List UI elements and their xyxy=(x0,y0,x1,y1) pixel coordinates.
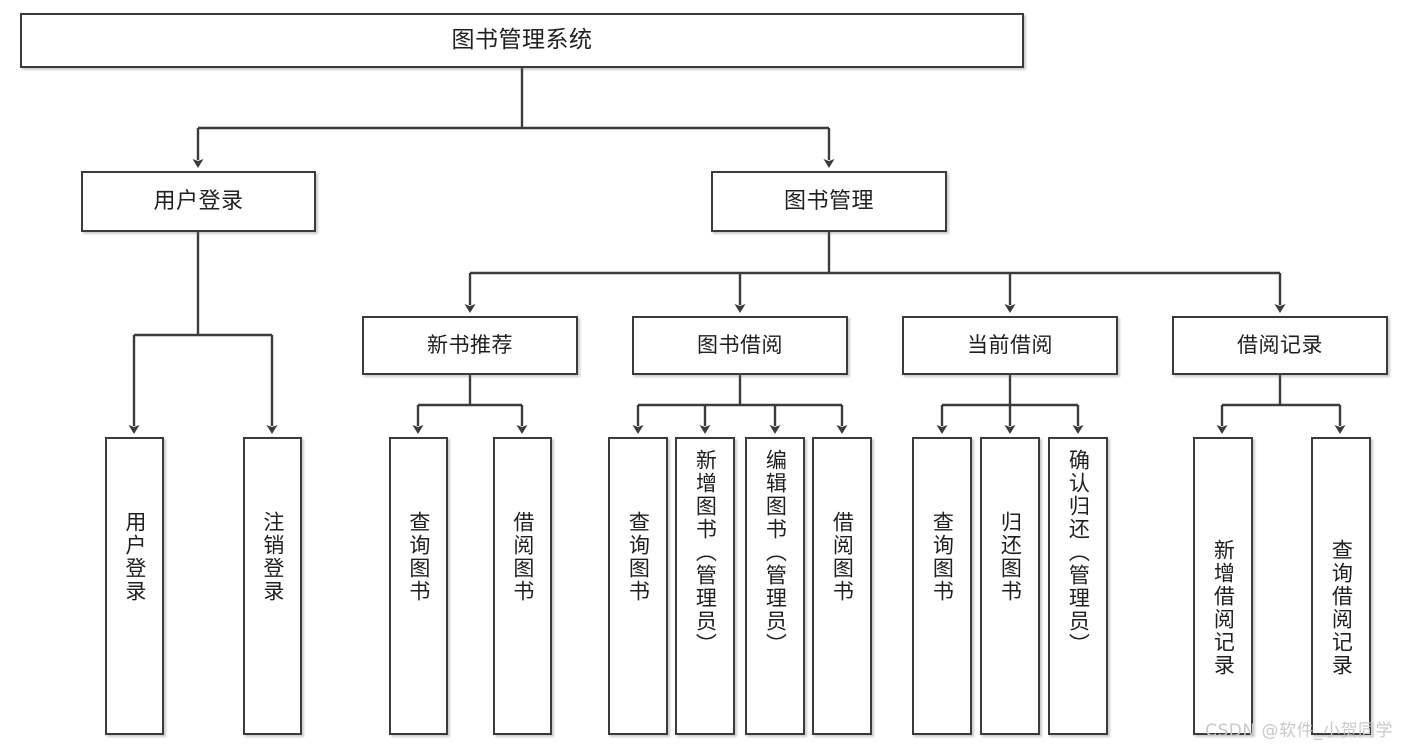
node-label: 查询图书 xyxy=(930,511,955,603)
node-label: 查询借阅记录 xyxy=(1329,539,1354,677)
leaf-book-borrow-query-book[interactable]: 查询图书 xyxy=(608,437,668,735)
node-label: 注销登录 xyxy=(260,511,285,603)
node-label: 归还图书 xyxy=(998,511,1023,603)
leaf-book-borrow-edit-book-admin[interactable]: 编辑图书（管理员） xyxy=(745,437,805,735)
node-label: 当前借阅 xyxy=(967,333,1053,358)
leaf-book-borrow-add-book-admin[interactable]: 新增图书（管理员） xyxy=(675,437,735,735)
node-book-borrow[interactable]: 图书借阅 xyxy=(632,316,848,375)
leaf-book-borrow-borrow-book[interactable]: 借阅图书 xyxy=(812,437,872,735)
node-book-management[interactable]: 图书管理 xyxy=(711,171,947,232)
leaf-current-borrow-return-book[interactable]: 归还图书 xyxy=(980,437,1040,735)
node-label: 用户登录 xyxy=(122,511,147,603)
node-user-login[interactable]: 用户登录 xyxy=(81,171,316,232)
node-label: 图书管理 xyxy=(783,188,874,214)
node-root-book-management-system[interactable]: 图书管理系统 xyxy=(20,13,1024,68)
node-borrow-record[interactable]: 借阅记录 xyxy=(1172,316,1388,375)
leaf-current-borrow-query-book[interactable]: 查询图书 xyxy=(912,437,972,735)
node-label: 用户登录 xyxy=(153,188,244,214)
node-label: 借阅记录 xyxy=(1237,333,1323,358)
node-current-borrow[interactable]: 当前借阅 xyxy=(902,316,1118,375)
node-label: 图书管理系统 xyxy=(451,26,593,53)
leaf-new-book-query-book[interactable]: 查询图书 xyxy=(389,437,448,735)
node-label: 图书借阅 xyxy=(697,333,783,358)
leaf-new-book-borrow-book[interactable]: 借阅图书 xyxy=(493,437,552,735)
node-new-book-recommend[interactable]: 新书推荐 xyxy=(362,316,578,375)
leaf-borrow-record-add-record[interactable]: 新增借阅记录 xyxy=(1193,437,1253,735)
leaf-user-login-logout[interactable]: 注销登录 xyxy=(243,437,302,735)
leaf-user-login-login[interactable]: 用户登录 xyxy=(105,437,164,735)
node-label: 新增借阅记录 xyxy=(1211,539,1236,677)
node-label: 编辑图书（管理员） xyxy=(763,449,788,656)
node-label: 查询图书 xyxy=(626,511,651,603)
node-label: 新增图书（管理员） xyxy=(693,449,718,656)
leaf-current-borrow-confirm-return-admin[interactable]: 确认归还（管理员） xyxy=(1048,437,1108,735)
node-label: 新书推荐 xyxy=(427,333,513,358)
node-label: 确认归还（管理员） xyxy=(1066,449,1091,656)
node-label: 借阅图书 xyxy=(510,511,535,603)
watermark: CSDN @软件_小贺同学 xyxy=(1205,721,1393,741)
leaf-borrow-record-query-record[interactable]: 查询借阅记录 xyxy=(1311,437,1371,735)
node-label: 借阅图书 xyxy=(830,511,855,603)
node-label: 查询图书 xyxy=(406,511,431,603)
